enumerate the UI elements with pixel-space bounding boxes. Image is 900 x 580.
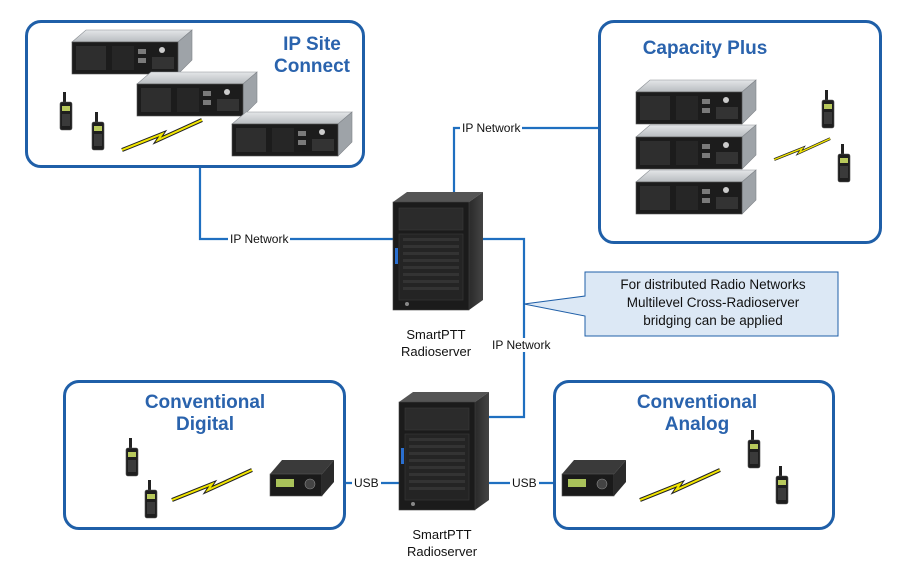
repeater-icon [71,29,193,75]
portable-radio-icon [821,89,835,129]
lightning-icon [638,468,722,502]
capacity-plus-title: Capacity Plus [642,38,768,59]
repeater-icon [231,111,353,157]
conventional-analog-title: Conventional Analog [636,392,758,435]
portable-radio-icon [775,465,789,505]
server-tower-icon [398,391,490,511]
link-capacity-plus [452,126,598,196]
portable-radio-icon [144,479,158,519]
conventional-digital-title: Conventional Digital [144,392,266,435]
ip-site-connect-title: IP Site Connect [274,34,350,77]
usb-label-left: USB [352,476,381,490]
ip-network-label-top: IP Network [460,121,523,135]
mobile-radio-icon [561,459,627,497]
lightning-icon [772,137,832,161]
portable-radio-icon [747,429,761,469]
mobile-radio-icon [269,459,335,497]
ip-network-label-left: IP Network [228,232,291,246]
usb-label-right: USB [510,476,539,490]
portable-radio-icon [125,437,139,477]
portable-radio-icon [837,143,851,183]
lightning-icon [170,468,254,502]
radioserver-bottom-label: SmartPTT Radioserver [406,527,478,559]
conventional-digital-group [63,380,346,530]
lightning-icon [120,118,204,152]
server-tower-icon [392,191,484,311]
radioserver-top-label: SmartPTT Radioserver [400,327,472,359]
callout-text: For distributed Radio Networks Multileve… [620,277,806,328]
repeater-icon [635,79,757,125]
repeater-icon [635,169,757,215]
repeater-icon [635,124,757,170]
link-radioservers [482,237,526,419]
link-ip-site-connect [198,168,393,241]
conventional-analog-group [553,380,835,530]
portable-radio-icon [59,91,73,131]
portable-radio-icon [91,111,105,151]
repeater-icon [136,71,258,117]
ip-network-label-middle: IP Network [490,338,553,352]
